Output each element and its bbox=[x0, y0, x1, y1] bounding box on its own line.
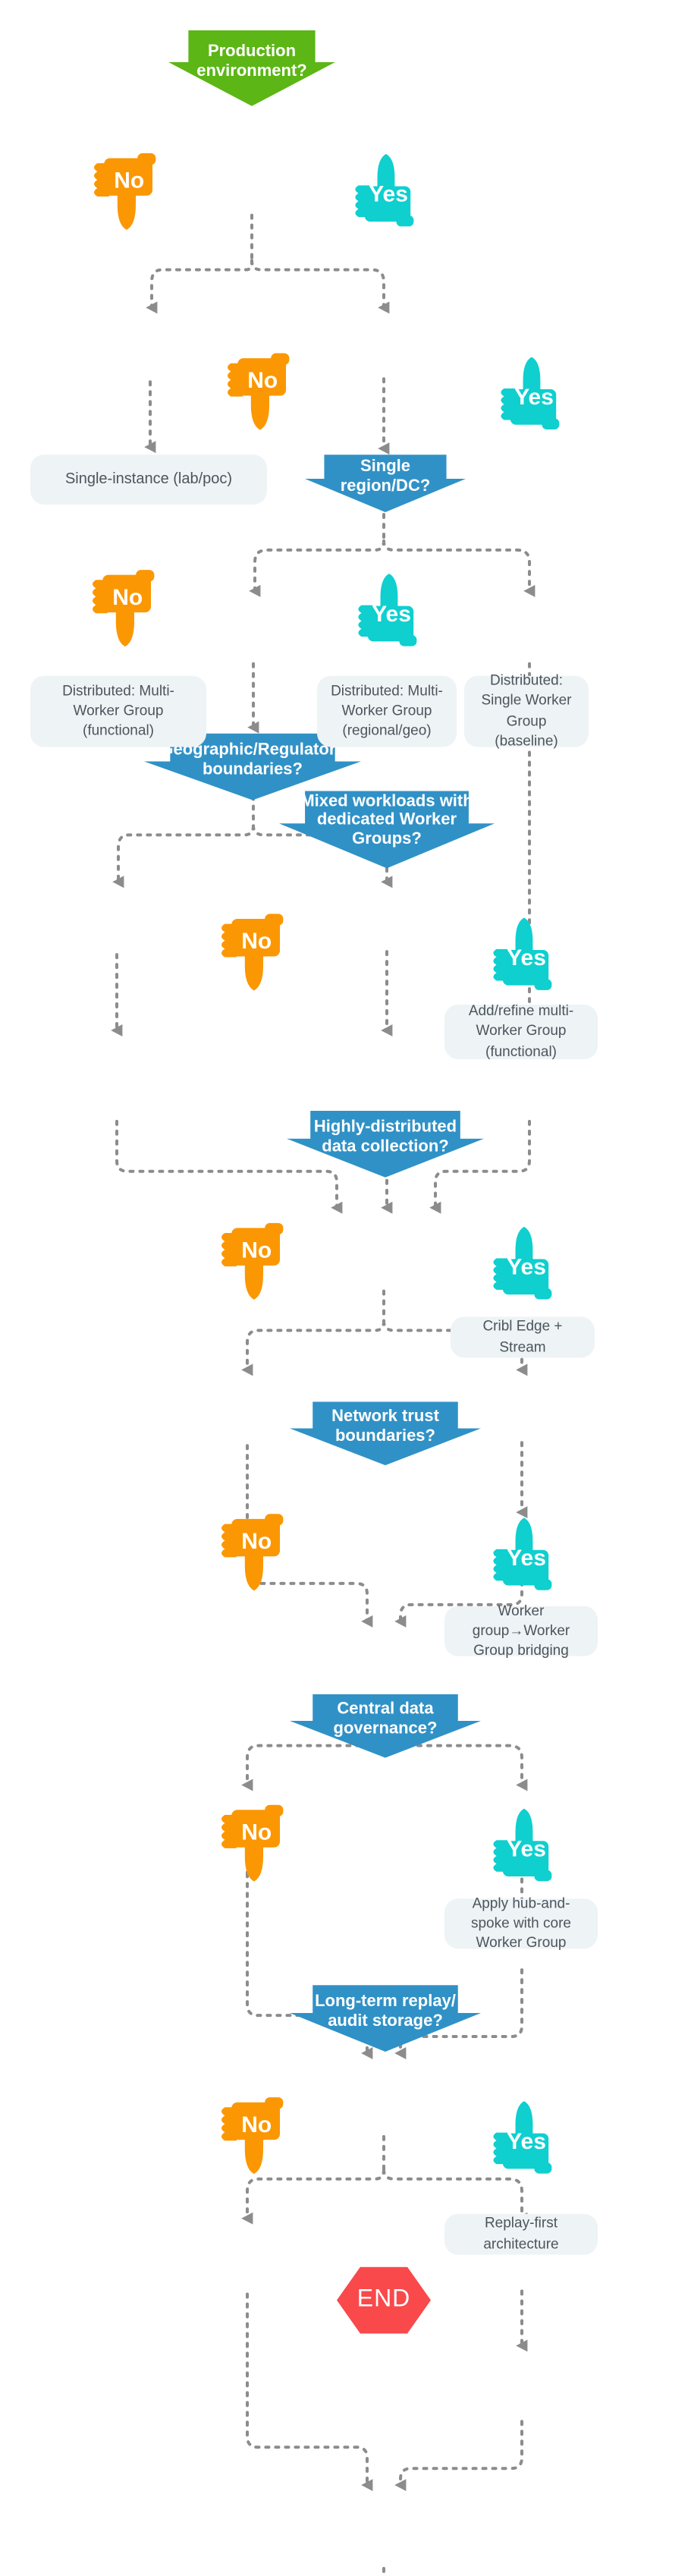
decision-label: Geographic/Regulatory boundaries? bbox=[160, 741, 345, 779]
thumb-down-no-4[interactable]: No bbox=[212, 912, 297, 995]
thumb-up-yes-4[interactable]: Yes bbox=[485, 912, 564, 995]
result-add-refine-multi-worker-group[interactable]: Add/refine multi-Worker Group (functiona… bbox=[444, 1004, 598, 1060]
result-label: Distributed: Multi-Worker Group (regiona… bbox=[331, 683, 443, 740]
decision-highly-distributed-data-collection[interactable]: Highly-distributed data collection? bbox=[287, 1110, 484, 1178]
thumb-down-no-3[interactable]: No bbox=[83, 568, 168, 652]
end-node-label: END bbox=[356, 2286, 411, 2313]
result-single-instance[interactable]: Single-instance (lab/poc) bbox=[30, 454, 267, 505]
decision-label: Mixed workloads with dedicated Worker Gr… bbox=[300, 791, 473, 848]
decision-long-term-replay-audit-storage[interactable]: Long-term replay/ audit storage? bbox=[290, 1985, 481, 2052]
result-multi-worker-group-regional[interactable]: Distributed: Multi-Worker Group (regiona… bbox=[317, 675, 457, 747]
thumb-down-no-1[interactable]: No bbox=[85, 152, 170, 235]
result-label: Single-instance (lab/poc) bbox=[64, 470, 233, 488]
result-label: Add/refine multi-Worker Group (functiona… bbox=[468, 1003, 574, 1061]
thumb-down-no-6[interactable]: No bbox=[212, 1512, 297, 1596]
thumb-down-no-5[interactable]: No bbox=[212, 1222, 297, 1305]
result-label: Replay-first architecture bbox=[483, 2216, 559, 2253]
end-node[interactable]: END bbox=[337, 2266, 431, 2334]
decision-label: Long-term replay/ audit storage? bbox=[315, 1993, 456, 2030]
thumb-down-no-2[interactable]: No bbox=[218, 351, 303, 435]
result-single-worker-group-baseline[interactable]: Distributed: Single Worker Group (baseli… bbox=[464, 673, 589, 750]
result-label: Apply hub-and-spoke with core Worker Gro… bbox=[470, 1895, 571, 1952]
thumb-up-yes-1[interactable]: Yes bbox=[347, 149, 426, 232]
result-replay-first-architecture[interactable]: Replay-first architecture bbox=[444, 2213, 598, 2255]
thumb-down-no-8[interactable]: No bbox=[212, 2096, 297, 2179]
result-cribl-edge-stream[interactable]: Cribl Edge + Stream bbox=[451, 1316, 595, 1358]
decision-label: Network trust boundaries? bbox=[331, 1408, 439, 1446]
result-multi-worker-group-functional[interactable]: Distributed: Multi-Worker Group (functio… bbox=[30, 675, 206, 747]
result-worker-group-bridging[interactable]: Worker group→Worker Group bridging bbox=[444, 1603, 598, 1659]
decision-label: Central data governance? bbox=[333, 1700, 438, 1738]
result-label: Worker group→Worker Group bridging bbox=[472, 1603, 570, 1659]
result-label: Cribl Edge + Stream bbox=[482, 1319, 563, 1356]
decision-mixed-workloads-dedicated-worker-groups[interactable]: Mixed workloads with dedicated Worker Gr… bbox=[279, 791, 495, 869]
thumb-down-no-7[interactable]: No bbox=[212, 1804, 297, 1887]
start-node-production-environment[interactable]: Production environment? bbox=[168, 30, 335, 106]
result-label: Distributed: Single Worker Group (baseli… bbox=[481, 673, 572, 750]
thumb-up-yes-3[interactable]: Yes bbox=[350, 568, 429, 652]
thumb-up-yes-7[interactable]: Yes bbox=[485, 1804, 564, 1887]
decision-label: Highly-distributed data collection? bbox=[313, 1118, 457, 1156]
result-hub-and-spoke[interactable]: Apply hub-and-spoke with core Worker Gro… bbox=[444, 1895, 598, 1952]
thumb-up-yes-2[interactable]: Yes bbox=[493, 351, 572, 435]
decision-central-data-governance[interactable]: Central data governance? bbox=[290, 1694, 481, 1758]
thumb-up-yes-8[interactable]: Yes bbox=[485, 2096, 564, 2179]
thumb-up-yes-5[interactable]: Yes bbox=[485, 1222, 564, 1305]
result-label: Distributed: Multi-Worker Group (functio… bbox=[62, 683, 174, 740]
decision-label: Single region/DC? bbox=[340, 458, 431, 495]
decision-network-trust-boundaries[interactable]: Network trust boundaries? bbox=[290, 1401, 481, 1466]
start-node-label: Production environment? bbox=[196, 42, 307, 80]
decision-single-region-dc[interactable]: Single region/DC? bbox=[305, 454, 466, 513]
thumb-up-yes-6[interactable]: Yes bbox=[485, 1512, 564, 1596]
